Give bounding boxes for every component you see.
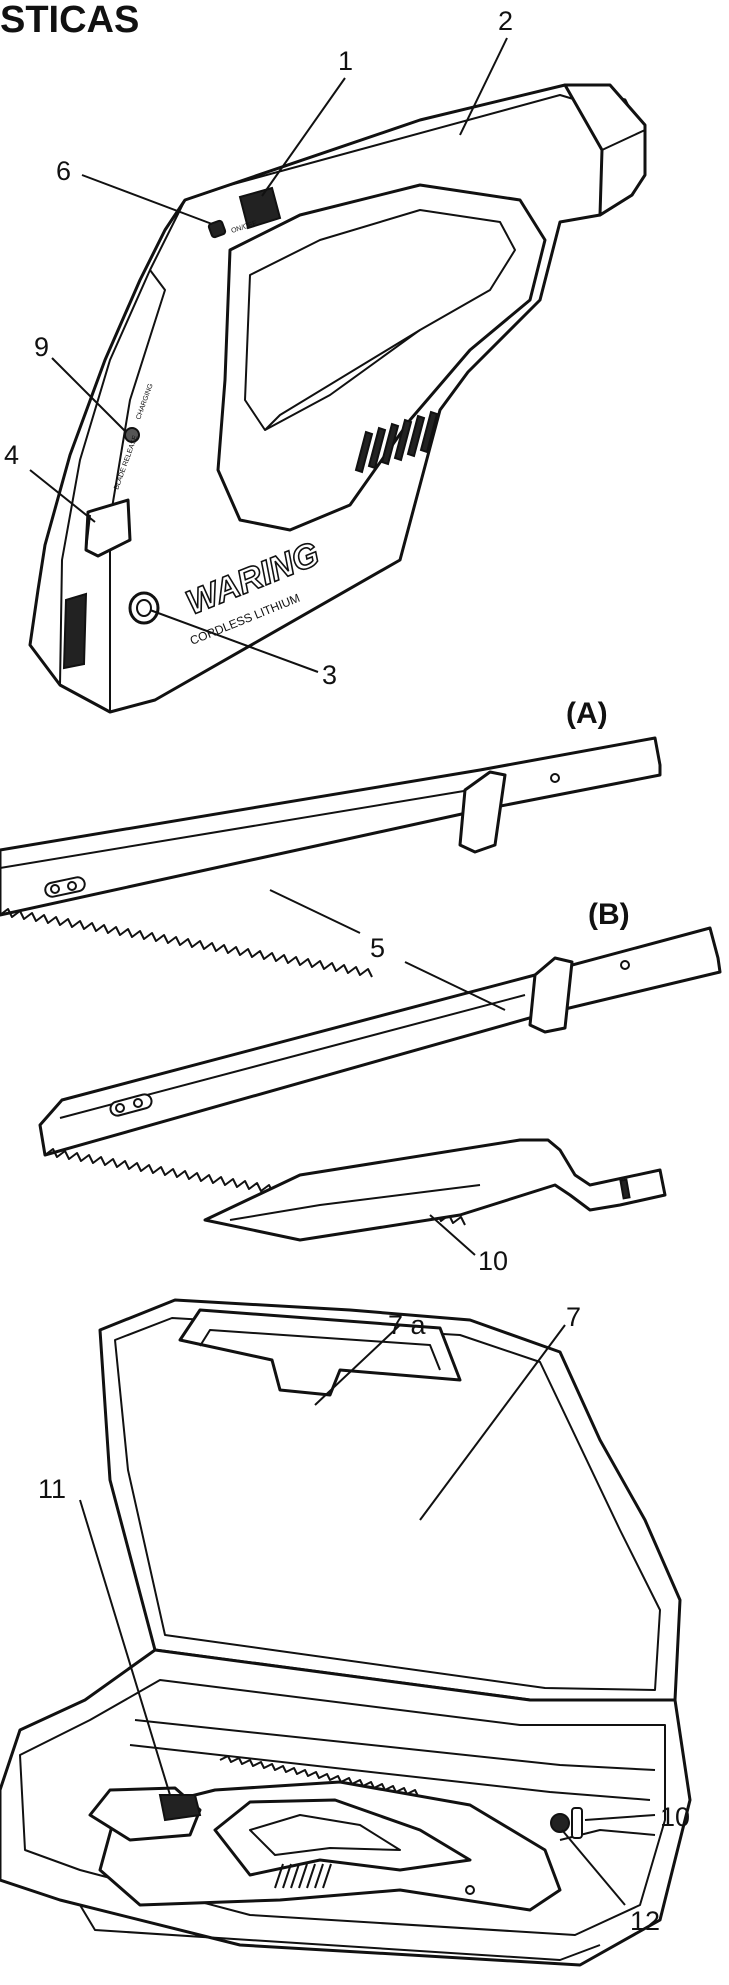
charging-socket (128, 591, 160, 625)
callout-4: 4 (4, 440, 19, 470)
callout-9: 9 (34, 332, 49, 362)
safety-switch (207, 219, 227, 239)
knife-handle-illustration: ON/OFF CHARGING BLADE RELEASE WARING COR… (28, 83, 647, 714)
blade-a-illustration (0, 736, 662, 978)
trigger (238, 186, 282, 230)
callout-12: 12 (630, 1906, 660, 1936)
callout-3: 3 (322, 660, 337, 690)
callout-5: 5 (370, 933, 385, 963)
storage-case-illustration (0, 1298, 692, 1967)
callout-10-case: 10 (660, 1802, 690, 1832)
title-fragment: STICAS (0, 0, 139, 41)
fork-knife-illustration (203, 1138, 667, 1242)
blade-b-illustration (38, 926, 722, 1226)
callout-numbers: 1 2 3 4 5 6 9 10 7 a 7 11 10 12 (A) (B) (4, 6, 690, 1936)
charging-led (124, 427, 140, 443)
vent-slots (354, 410, 439, 474)
callout-2: 2 (498, 6, 513, 36)
leader-lines (29, 37, 656, 1906)
callout-11: 11 (38, 1474, 66, 1504)
case-vents (274, 1863, 332, 1889)
callout-1: 1 (338, 46, 353, 76)
blade-b-label: (B) (588, 898, 630, 931)
callout-7: 7 (566, 1302, 581, 1332)
callout-7a: 7 a (388, 1310, 427, 1340)
blade-a-label: (A) (566, 697, 608, 730)
storage-knob (550, 1813, 570, 1833)
callout-6: 6 (56, 156, 71, 186)
battery-slot (62, 592, 88, 670)
callout-10-knife: 10 (478, 1246, 508, 1276)
